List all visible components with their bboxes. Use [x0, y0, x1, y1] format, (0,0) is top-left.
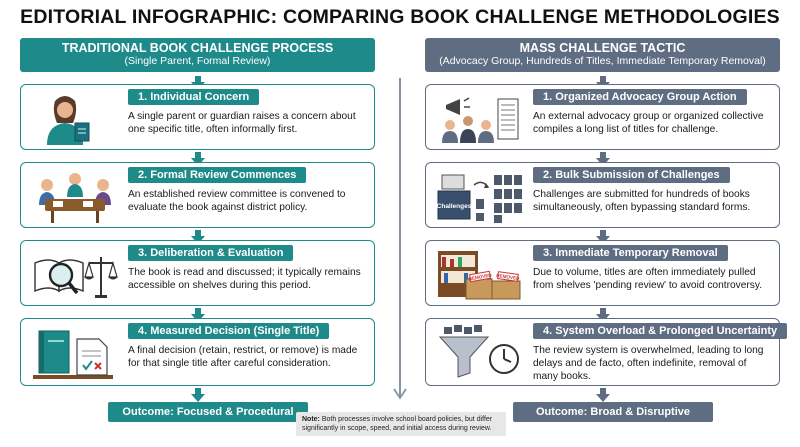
step-description: Due to volume, titles are often immediat… [533, 267, 763, 291]
mass-challenge-column: MASS CHALLENGE TACTIC (Advocacy Group, H… [425, 38, 788, 422]
advocacy-group-icon [442, 97, 519, 143]
traditional-step-3: 3. Deliberation & Evaluation The book is… [20, 240, 375, 306]
traditional-step-4: 4. Measured Decision (Single Title) A fi… [20, 318, 375, 386]
step-label: 2. Bulk Submission of Challenges [533, 167, 730, 183]
step-description: A final decision (retain, restrict, or r… [128, 345, 358, 369]
traditional-header-title: TRADITIONAL BOOK CHALLENGE PROCESS [61, 41, 334, 55]
down-arrow-icon [191, 388, 205, 402]
traditional-step-1: 1. Individual Concern A single parent or… [20, 84, 375, 150]
mass-header: MASS CHALLENGE TACTIC (Advocacy Group, H… [425, 38, 780, 72]
mass-outcome: Outcome: Broad & Disruptive [513, 402, 713, 422]
mass-step-1: 1. Organized Advocacy Group Action An ex… [425, 84, 780, 150]
step-description: The review system is overwhelmed, leadin… [533, 345, 764, 382]
step-description: Challenges are submitted for hundreds of… [533, 189, 751, 213]
traditional-header-subtitle: (Single Parent, Formal Review) [124, 55, 271, 67]
step-description: The book is read and discussed; it typic… [128, 267, 361, 291]
removed-box-label: REMOVED [468, 272, 492, 281]
step-label: 4. System Overload & Prolonged Uncertain… [533, 323, 788, 339]
footnote: Note: Both processes involve school boar… [296, 412, 506, 436]
footnote-text: Both processes involve school board poli… [302, 416, 493, 432]
infographic-title: EDITORIAL INFOGRAPHIC: COMPARING BOOK CH… [20, 6, 780, 28]
down-arrow-icon [596, 388, 610, 402]
traditional-header: TRADITIONAL BOOK CHALLENGE PROCESS (Sing… [20, 38, 375, 72]
traditional-outcome: Outcome: Focused & Procedural [108, 402, 308, 422]
removed-books-boxes-icon: REMOVED REMOVED [438, 251, 521, 300]
traditional-step-2: 2. Formal Review Commences An establishe… [20, 162, 375, 228]
mass-step-3: REMOVED REMOVED 3. Immediate Temporary R… [425, 240, 780, 306]
step-label: 3. Deliberation & Evaluation [128, 245, 294, 261]
bulk-challenges-icon: Challenges [437, 174, 522, 223]
removed-box-label: REMOVED [496, 273, 520, 281]
mass-header-title: MASS CHALLENGE TACTIC [519, 41, 686, 55]
step-description: A single parent or guardian raises a con… [128, 111, 356, 135]
mass-step-2: Challenges 2. Bulk Submission of Challen… [425, 162, 780, 228]
magnifier-scales-icon [34, 257, 118, 298]
step-description: An established review committee is conve… [128, 189, 346, 213]
step-label: 1. Organized Advocacy Group Action [533, 89, 747, 105]
center-divider-arrow [399, 78, 401, 398]
challenges-box-label: Challenges [437, 203, 472, 210]
mass-step-4: 4. System Overload & Prolonged Uncertain… [425, 318, 788, 386]
step-label: 3. Immediate Temporary Removal [533, 245, 728, 261]
step-label: 4. Measured Decision (Single Title) [128, 323, 330, 339]
chevron-down-icon [393, 388, 407, 400]
traditional-column: TRADITIONAL BOOK CHALLENGE PROCESS (Sing… [20, 38, 375, 422]
parent-with-book-icon [47, 96, 90, 145]
funnel-clock-icon [438, 325, 519, 378]
step-label: 2. Formal Review Commences [128, 167, 307, 183]
footnote-prefix: Note: [302, 416, 320, 423]
book-decision-icon [33, 330, 113, 379]
committee-meeting-icon [39, 173, 111, 223]
step-label: 1. Individual Concern [128, 89, 260, 105]
step-description: An external advocacy group or organized … [533, 111, 764, 135]
mass-header-subtitle: (Advocacy Group, Hundreds of Titles, Imm… [439, 55, 766, 67]
